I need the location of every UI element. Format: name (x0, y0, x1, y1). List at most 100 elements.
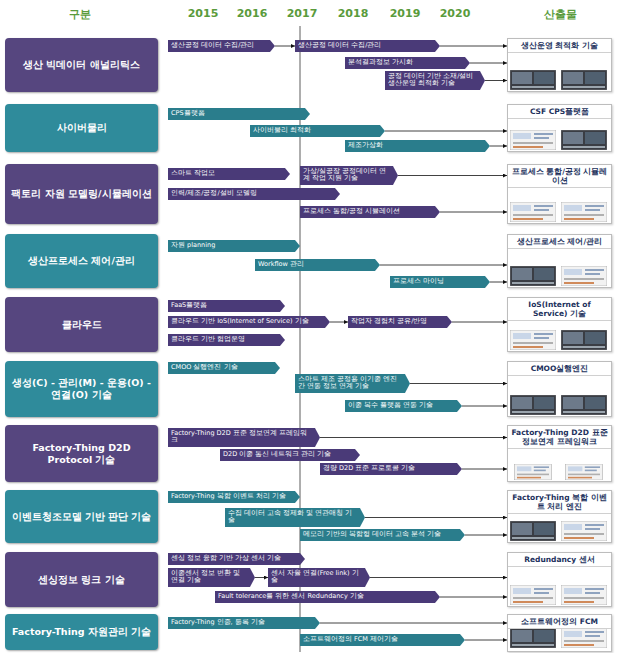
category-box: Factory-Thing 자원관리 기술 (5, 614, 158, 650)
connector-arrow (365, 517, 507, 518)
output-box: CMOO실행엔진 (507, 361, 612, 417)
node-text: Factory-Thing D2D Protocol 기술 (11, 442, 152, 466)
arrow-fill (345, 400, 462, 412)
node-text: FaaS플랫폼 (168, 300, 285, 311)
node-text: 생산공정 데이터 수집/관리 (295, 40, 440, 51)
task-arrow: 스마트 작업모 (168, 168, 290, 180)
output-box: 프로세스 통합/공정 시뮬레이션 (507, 164, 612, 224)
thumbnail (510, 70, 556, 90)
connector-arrow (398, 175, 507, 176)
header-label: 산출물 (544, 7, 577, 22)
node-text: IoS(Internet of Service) 기술 (508, 298, 611, 321)
category-box: 생성(C) - 관리(M) - 운용(O) - 연결(O) 기술 (5, 361, 158, 417)
node-text: 센싱정보 링크 기술 (38, 574, 125, 586)
category-box: 클라우드 (5, 297, 158, 352)
node-text: 프로세스 통합/공정 시뮬레이션 (508, 165, 611, 188)
node-text: 프로세스 마이닝 (390, 276, 490, 287)
output-box: IoS(Internet of Service) 기술 (507, 297, 612, 352)
node-text: Factory-Thing 복합 이벤트 처리 엔진 (508, 491, 611, 514)
connector-arrow (275, 46, 295, 47)
task-arrow: 생산공정 데이터 수집/관리 (295, 40, 440, 52)
node-text: CMOO 실행엔진 기술 (168, 362, 280, 373)
node-text: 분석결과정보 가시화 (345, 57, 470, 68)
thumbnail (561, 521, 607, 541)
node-text: 스마트 제조 공정용 이기종 엔진간 연동 정보 연계 기술 (295, 374, 410, 393)
category-box: 센싱정보 링크 기술 (5, 552, 158, 607)
node-text: 센싱 정보 융합 기반 가상 센서 기술 (168, 553, 305, 564)
arrow-fill (300, 206, 440, 218)
node-text: CPS플랫폼 (168, 108, 310, 119)
arrow-fill (295, 40, 440, 52)
arrow-fill (300, 529, 465, 541)
thumbnail (510, 330, 556, 350)
arrow-fill (345, 57, 470, 69)
arrow-fill (168, 491, 300, 503)
node-text: 이벤트청조모델 기반 판단 기술 (12, 511, 152, 523)
thumbnail (510, 521, 556, 541)
thumbnail (561, 395, 607, 415)
thumbnail (561, 70, 607, 90)
connector-arrow (490, 282, 507, 283)
output-box: CSF CPS플랫폼 (507, 104, 612, 152)
header-label: 2018 (338, 7, 369, 20)
task-arrow: 프로세스 통합/공정 시뮬레이션 (300, 206, 440, 218)
arrow-fill (168, 240, 300, 252)
thumbnail (561, 330, 607, 350)
arrow-fill (168, 568, 255, 587)
output-box: Factory-Thing 복합 이벤트 처리 엔진 (507, 490, 612, 543)
node-text: 소프트웨어정의 FCM 제어기술 (300, 634, 465, 645)
task-arrow: CPS플랫폼 (168, 108, 310, 120)
task-arrow: 스마트 제조 공정용 이기종 엔진간 연동 정보 연계 기술 (295, 374, 410, 393)
task-arrow: D2D 이종 통신 네트워크 관리 기술 (220, 449, 360, 461)
task-arrow: 인력/제조/공정/설비 모델링 (168, 188, 340, 200)
connector-arrow (462, 406, 507, 407)
task-arrow: 소프트웨어정의 FCM 제어기술 (300, 634, 465, 646)
category-box: Factory-Thing D2D Protocol 기술 (5, 425, 158, 482)
arrow-fill (300, 166, 398, 185)
task-arrow: 센싱 정보 융합 기반 가상 센서 기술 (168, 553, 305, 565)
node-text: 생산 빅데이터 애널리틱스 (23, 59, 140, 71)
output-box: 생산운영 최적화 기술 (507, 38, 612, 92)
thumbnail (510, 202, 556, 222)
header-label: 2017 (287, 7, 318, 20)
task-arrow: 가상/실공장 공정데이터 연계 작업 지원 기술 (300, 166, 398, 185)
arrow-fill (168, 188, 340, 200)
node-text: Workflow 관리 (255, 259, 380, 270)
node-text: 자원 planning (168, 240, 300, 251)
category-box: 팩토리 자원 모델링/시뮬레이션 (5, 164, 158, 224)
thumbnail (510, 130, 556, 150)
thumbnail (510, 395, 556, 415)
header-label: 2019 (390, 7, 421, 20)
task-arrow: 이종센서 정보 변환 및 연결 기술 (168, 568, 255, 587)
node-text: 사이버물리 (57, 122, 107, 134)
task-arrow: 사이버물리 최적화 (250, 125, 385, 137)
task-arrow: CMOO 실행엔진 기술 (168, 362, 280, 374)
thumbnail (561, 628, 607, 648)
task-arrow: 클라우드 기반 협업운영 (168, 334, 285, 346)
node-text: 이종 복수 플랫폼 연동 기술 (345, 400, 462, 411)
task-arrow: 생산공정 데이터 수집/관리 (168, 40, 275, 52)
task-arrow: Factory-Thing D2D 표준 정보연계 프레임워크 (168, 428, 320, 447)
category-box: 생산프로세스 제어/관리 (5, 234, 158, 288)
arrow-fill (168, 316, 330, 328)
node-text: 스마트 작업모 (168, 168, 290, 179)
thumbnail (561, 585, 607, 605)
thumbnail (510, 585, 556, 605)
arrow-fill (220, 449, 360, 461)
thumbnail (561, 266, 607, 286)
connector-arrow (440, 212, 507, 213)
connector-arrow (440, 46, 507, 47)
node-text: Redundancy 센서 (508, 553, 611, 567)
task-arrow: 작업자 경험치 공유/반영 (348, 316, 452, 328)
task-arrow: 분석결과정보 가시화 (345, 57, 470, 69)
node-text: 수집 데이터 고속 정제화 및 연관매칭 기술 (225, 508, 365, 527)
header-label: 2015 (188, 7, 219, 20)
arrow-fill (268, 568, 370, 587)
task-arrow: 센서 자율 연결(Free link) 기술 (268, 568, 370, 587)
task-arrow: 클라우드 기반 IoS(Internet of Service) 기술 (168, 316, 330, 328)
arrow-fill (300, 634, 465, 646)
node-text: 생산프로세스 제어/관리 (508, 235, 611, 249)
connector-arrow (255, 577, 268, 578)
task-arrow: 이종 복수 플랫폼 연동 기술 (345, 400, 462, 412)
node-text: 경량 D2D 표준 프로토콜 기술 (320, 463, 462, 474)
